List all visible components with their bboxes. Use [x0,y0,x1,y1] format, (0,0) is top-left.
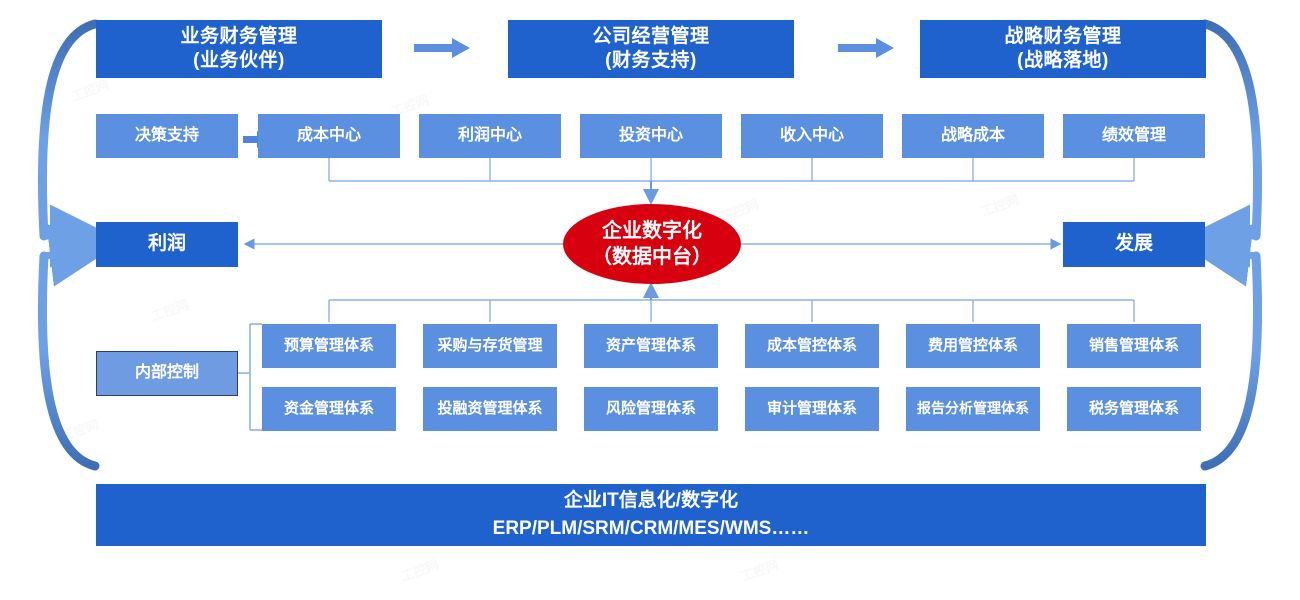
decision-support[interactable]: 决策支持 [96,114,238,158]
top-arrow-2 [838,38,894,58]
left-lower-arc-head [43,223,113,287]
fund-management-system[interactable]: 资金管理体系 [262,387,396,431]
watermark: 工控网 [68,76,111,105]
enterprise-digitalization-core[interactable]: 企业数字化 （数据中台） [563,204,741,284]
revenue-center[interactable]: 收入中心 [741,114,883,158]
lower-bus [328,299,1135,322]
watermark: 工控网 [148,296,191,325]
report-analysis-management-system[interactable]: 报告分析管理体系 [906,387,1040,431]
development-outcome[interactable]: 发展 [1063,222,1205,267]
right-lower-arc-head [1187,223,1257,287]
strategic-finance-management[interactable]: 战略财务管理 (战略落地) [920,20,1206,78]
internal-control[interactable]: 内部控制 [96,351,238,396]
business-finance-management[interactable]: 业务财务管理 (业务伙伴) [96,20,382,78]
left-lower-arc [37,251,100,471]
internal-control-bracket [238,323,262,431]
investment-center[interactable]: 投资中心 [580,114,722,158]
cost-control-system[interactable]: 成本管控体系 [745,324,879,368]
watermark: 工控网 [978,191,1021,220]
investment-financing-management-system[interactable]: 投融资管理体系 [423,387,557,431]
watermark: 工控网 [58,416,101,445]
expense-control-system[interactable]: 费用管控体系 [906,324,1040,368]
budget-management-system[interactable]: 预算管理体系 [262,324,396,368]
risk-management-system[interactable]: 风险管理体系 [584,387,718,431]
profit-center[interactable]: 利润中心 [419,114,561,158]
it-digitalization-foundation[interactable]: 企业IT信息化/数字化 ERP/PLM/SRM/CRM/MES/WMS…… [96,484,1206,546]
corporate-operations-management[interactable]: 公司经营管理 (财务支持) [508,20,794,78]
sales-management-system[interactable]: 销售管理体系 [1067,324,1201,368]
asset-management-system[interactable]: 资产管理体系 [584,324,718,368]
upper-bus [328,158,1135,182]
procurement-inventory-management[interactable]: 采购与存货管理 [423,324,557,368]
audit-management-system[interactable]: 审计管理体系 [745,387,879,431]
right-upper-arc [1200,19,1263,241]
watermark: 工控网 [398,556,441,585]
it-foundation-line-2: ERP/PLM/SRM/CRM/MES/WMS…… [492,518,810,539]
it-foundation-line-1: 企业IT信息化/数字化 [563,490,739,512]
right-lower-arc [1200,251,1263,471]
tax-management-system[interactable]: 税务管理体系 [1067,387,1201,431]
left-upper-arc [37,19,100,241]
performance-management[interactable]: 绩效管理 [1063,114,1205,158]
cost-center[interactable]: 成本中心 [258,114,400,158]
strategic-cost[interactable]: 战略成本 [902,114,1044,158]
profit-outcome[interactable]: 利润 [96,222,238,267]
watermark: 工控网 [738,556,781,585]
top-arrow-1 [414,38,470,58]
